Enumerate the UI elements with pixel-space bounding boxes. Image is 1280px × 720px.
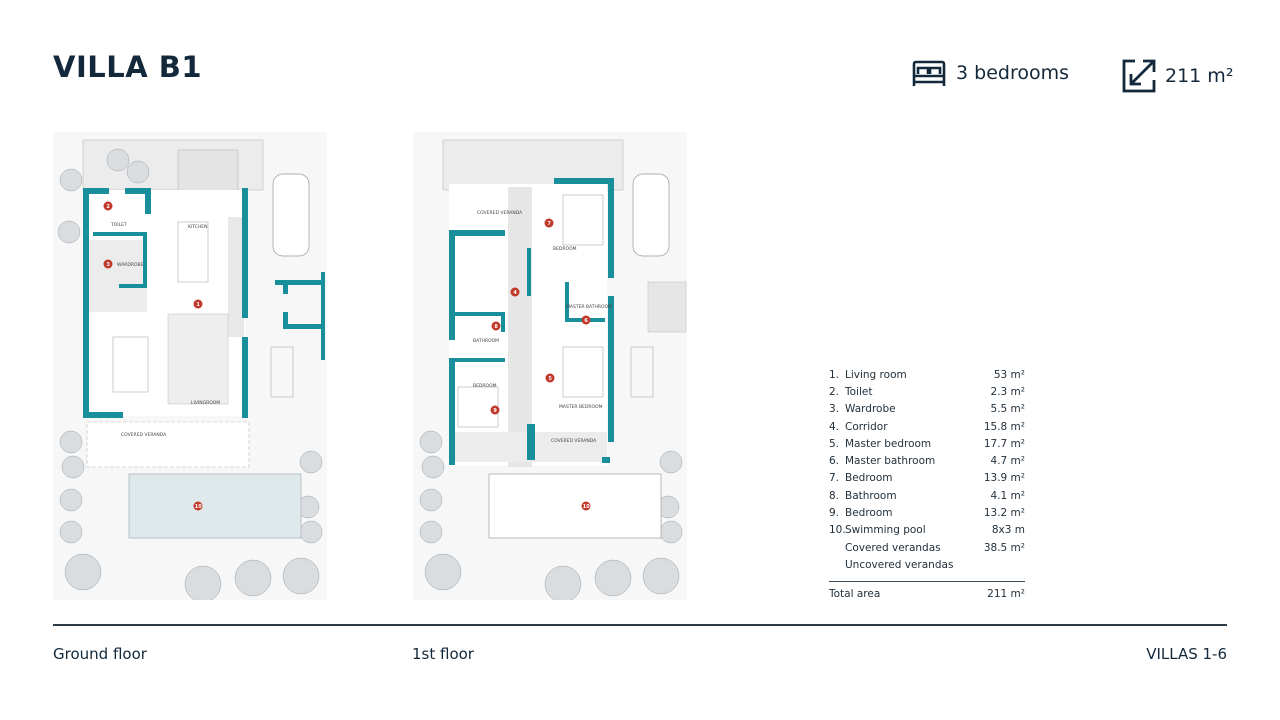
caption-first-floor: 1st floor — [412, 645, 474, 663]
svg-text:10: 10 — [195, 504, 202, 510]
label-master-bedroom: MASTER BEDROOM — [559, 404, 603, 410]
room-marker: 3 — [103, 259, 113, 269]
resize-arrow-icon — [1122, 59, 1156, 93]
room-marker: 4 — [510, 287, 520, 297]
svg-text:6: 6 — [584, 318, 588, 324]
label-bathroom: BATHROOM — [473, 338, 499, 344]
svg-text:5: 5 — [548, 376, 552, 382]
bedrooms-label: 3 bedrooms — [956, 62, 1069, 84]
area-label: 211 m² — [1165, 65, 1234, 87]
caption-villas: VILLAS 1-6 — [1146, 645, 1227, 663]
footer-divider — [53, 624, 1227, 626]
ground-floor-plan: TOILET KITCHEN WARDROBE LIVINGROOM COVER… — [53, 132, 327, 600]
label-toilet: TOILET — [110, 222, 127, 228]
room-marker: 9 — [490, 405, 500, 415]
label-covered-veranda-top: COVERED VERANDA — [477, 210, 523, 216]
first-floor-plan: COVERED VERANDA BEDROOM MASTER BATHROOM … — [413, 132, 687, 600]
svg-text:2: 2 — [106, 204, 110, 210]
room-marker: 10 — [193, 501, 203, 511]
legend-divider — [829, 580, 1025, 582]
svg-text:1: 1 — [196, 302, 200, 308]
bed-icon — [912, 60, 946, 86]
svg-text:3: 3 — [106, 262, 110, 268]
room-marker: 1 — [193, 299, 203, 309]
page-title: VILLA B1 — [53, 50, 203, 84]
svg-text:7: 7 — [547, 221, 551, 227]
label-master-bathroom: MASTER BATHROOM — [566, 304, 612, 310]
total-value: 211 m² — [987, 587, 1025, 600]
svg-text:4: 4 — [513, 290, 517, 296]
room-marker: 6 — [581, 315, 591, 325]
legend-total: Total area 211 m² — [829, 588, 1025, 600]
svg-text:8: 8 — [494, 324, 498, 330]
bedrooms-stat: 3 bedrooms — [910, 58, 1069, 88]
svg-text:10: 10 — [583, 504, 590, 510]
label-covered-veranda-bottom: COVERED VERANDA — [551, 438, 597, 444]
room-marker: 7 — [544, 218, 554, 228]
room-marker: 2 — [103, 201, 113, 211]
room-marker: 8 — [491, 321, 501, 331]
label-wardrobe: WARDROBE — [117, 262, 144, 268]
area-stat: 211 m² — [1121, 58, 1233, 94]
room-marker: 10 — [581, 501, 591, 511]
caption-ground-floor: Ground floor — [53, 645, 147, 663]
label-bedroom-7: BEDROOM — [553, 246, 577, 252]
total-label: Total area — [829, 587, 881, 600]
label-kitchen: KITCHEN — [188, 224, 208, 230]
room-marker: 5 — [545, 373, 555, 383]
label-bedroom-9: BEDROOM — [473, 383, 497, 389]
label-livingroom: LIVINGROOM — [191, 400, 220, 406]
label-covered-veranda: COVERED VERANDA — [121, 432, 167, 438]
svg-text:9: 9 — [493, 408, 497, 414]
legend-row: Uncovered verandas — [845, 558, 954, 571]
